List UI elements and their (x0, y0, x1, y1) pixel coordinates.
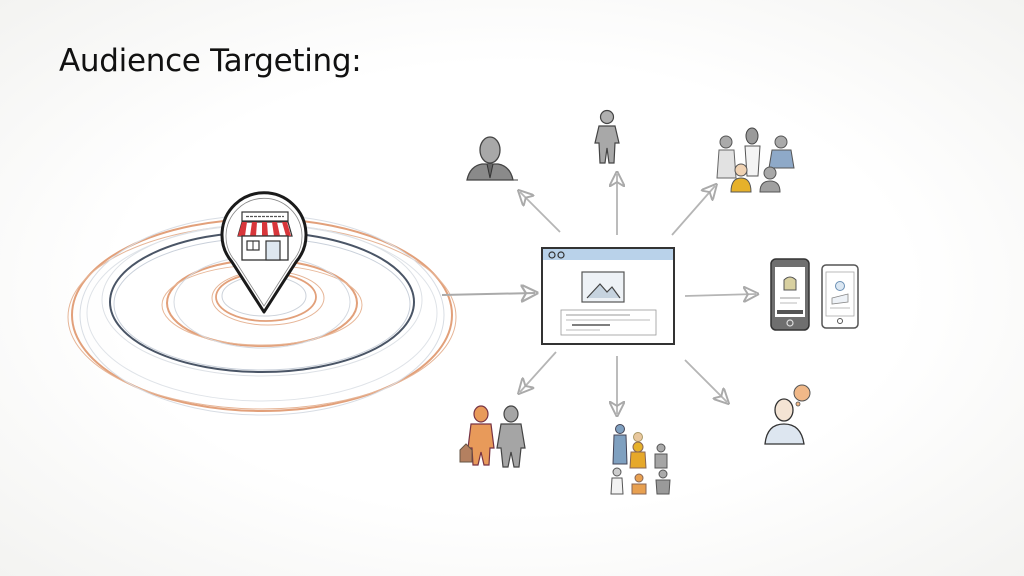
radiating-arrows (520, 174, 756, 414)
web-page-ad-icon (541, 247, 675, 345)
person-standing-icon (594, 109, 620, 164)
crowd-icon (610, 424, 671, 495)
person-with-thought-icon (764, 384, 811, 445)
couple-shopping-icon (459, 405, 526, 468)
mobile-devices-icon (770, 258, 859, 331)
page-title: Audience Targeting: (59, 43, 362, 79)
store-location-pin-icon (220, 191, 308, 314)
diverse-group-icon (716, 127, 795, 193)
arrow-to-webpage (441, 293, 535, 295)
businessman-icon (466, 136, 518, 181)
